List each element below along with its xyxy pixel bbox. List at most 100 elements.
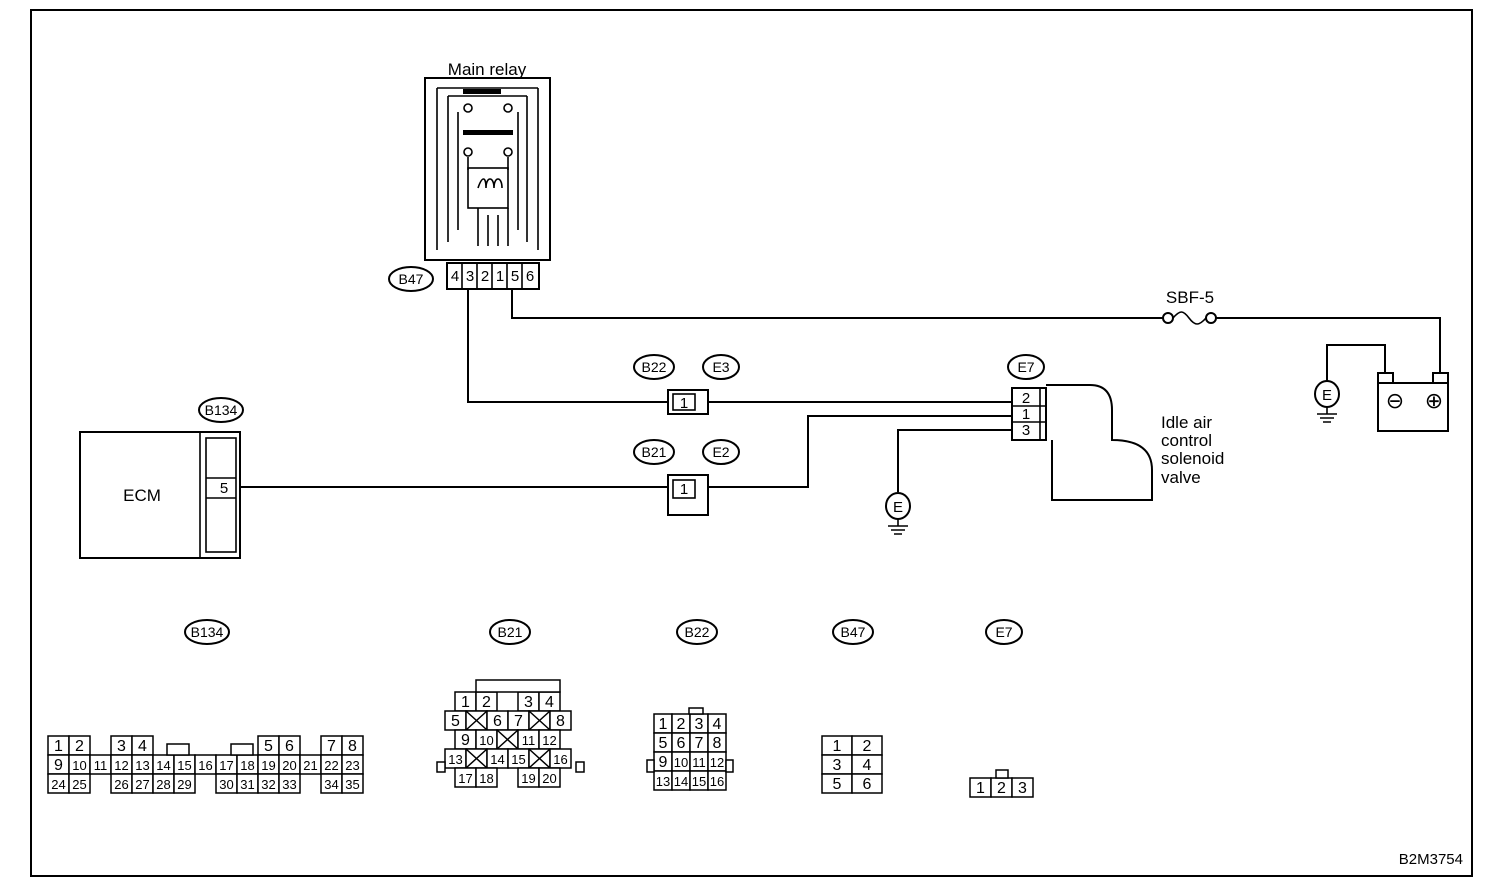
pin-number: 14 bbox=[156, 758, 170, 773]
connector-pin: 3 bbox=[689, 713, 709, 734]
connector-pin: 9 bbox=[653, 751, 673, 772]
connector-pin: 15 bbox=[507, 748, 530, 769]
pin-number: 24 bbox=[51, 777, 65, 792]
relay-terminal: 1 bbox=[496, 268, 504, 285]
connector-pin: 15 bbox=[173, 754, 196, 775]
connector-pin: 3 bbox=[1011, 777, 1034, 798]
connector-pin: 28 bbox=[152, 773, 175, 794]
joint-connector-e2: B21 E2 1 bbox=[633, 439, 740, 516]
connector-pin: 6 bbox=[278, 735, 301, 756]
pin-number: 33 bbox=[282, 777, 296, 792]
pin-number: 8 bbox=[556, 713, 565, 730]
connector-pin: 29 bbox=[173, 773, 196, 794]
iacv-label-line: control bbox=[1161, 431, 1212, 450]
connector-pin-blank bbox=[465, 748, 488, 769]
connector-pin: 4 bbox=[707, 713, 727, 734]
relay-terminal: 6 bbox=[526, 268, 534, 285]
iacv-pin: 2 bbox=[1022, 390, 1030, 407]
wire-ecm-to-iacv bbox=[240, 415, 1012, 488]
pin-number: 2 bbox=[482, 694, 491, 711]
connector-pin: 13 bbox=[653, 770, 673, 791]
connector-pin: 8 bbox=[707, 732, 727, 753]
connector-pin: 16 bbox=[707, 770, 727, 791]
pin-number: 17 bbox=[219, 758, 233, 773]
connector-pin: 8 bbox=[341, 735, 364, 756]
pin-number: 16 bbox=[553, 752, 567, 767]
connector-pin: 13 bbox=[444, 748, 467, 769]
pin-number: 10 bbox=[72, 758, 86, 773]
pin-number: 7 bbox=[695, 735, 704, 752]
main-relay: Main relay 4 3 2 1 5 6 B47 bbox=[388, 60, 551, 292]
pin-number: 32 bbox=[261, 777, 275, 792]
pin-number: 1 bbox=[54, 738, 63, 755]
battery-ground-label: E bbox=[1322, 387, 1332, 404]
connector-pin: 20 bbox=[278, 754, 301, 775]
pin-number: 17 bbox=[458, 771, 472, 786]
face-tag-b47: B47 bbox=[841, 624, 866, 640]
connector-pin: 6 bbox=[671, 732, 691, 753]
connector-pin: 9 bbox=[454, 729, 477, 750]
pin-number: 4 bbox=[713, 716, 722, 733]
pin-number: 26 bbox=[114, 777, 128, 792]
pin-number: 19 bbox=[521, 771, 535, 786]
connector-pin: 14 bbox=[152, 754, 175, 775]
connector-pin: 14 bbox=[671, 770, 691, 791]
pin-number: 1 bbox=[976, 780, 985, 797]
pin-number: 18 bbox=[479, 771, 493, 786]
pin-number: 2 bbox=[997, 780, 1006, 797]
pin-number: 14 bbox=[490, 752, 504, 767]
connector-pin: 24 bbox=[47, 773, 70, 794]
connector-pin: 2 bbox=[68, 735, 91, 756]
pin-number: 15 bbox=[511, 752, 525, 767]
diagram-frame bbox=[30, 9, 1473, 877]
iacv-ground: E bbox=[885, 492, 911, 535]
pin-number: 6 bbox=[863, 776, 872, 793]
pin-number: 3 bbox=[695, 716, 704, 733]
joint-tag: E3 bbox=[712, 359, 729, 375]
pin-number: 27 bbox=[135, 777, 149, 792]
connector-pin: 8 bbox=[549, 710, 572, 731]
connector-pin-blank bbox=[528, 710, 551, 731]
battery-plus-icon: ⊕ bbox=[1425, 388, 1443, 413]
connector-pin: 17 bbox=[454, 767, 477, 788]
connector-face-tags: B134 B21 B22 B47 E7 bbox=[184, 619, 1023, 645]
connector-latch bbox=[230, 743, 254, 756]
pin-number: 3 bbox=[833, 757, 842, 774]
connector-pin: 12 bbox=[707, 751, 727, 772]
connector-pin: 14 bbox=[486, 748, 509, 769]
pin-number: 12 bbox=[542, 733, 556, 748]
connector-latch bbox=[646, 759, 655, 773]
ground-label: E bbox=[893, 499, 903, 516]
pin-number: 20 bbox=[542, 771, 556, 786]
connector-pin: 15 bbox=[689, 770, 709, 791]
connector-pin: 5 bbox=[653, 732, 673, 753]
pin-number: 11 bbox=[692, 755, 706, 770]
connector-pin: 11 bbox=[517, 729, 540, 750]
pin-number: 6 bbox=[677, 735, 686, 752]
connector-pin: 17 bbox=[215, 754, 238, 775]
connector-pin: 13 bbox=[131, 754, 154, 775]
pin-number: 30 bbox=[219, 777, 233, 792]
joint-pin: 1 bbox=[680, 481, 688, 498]
connector-pin: 1 bbox=[454, 691, 477, 712]
pin-number: 8 bbox=[348, 738, 357, 755]
relay-terminal: 2 bbox=[481, 268, 489, 285]
pin-number: 3 bbox=[1018, 780, 1027, 797]
pin-number: 28 bbox=[156, 777, 170, 792]
connector-pin-blank bbox=[465, 710, 488, 731]
pin-number: 21 bbox=[303, 758, 317, 773]
pin-number: 13 bbox=[135, 758, 149, 773]
pin-number: 22 bbox=[324, 758, 338, 773]
connector-pin: 1 bbox=[821, 735, 853, 756]
iacv-label-line: valve bbox=[1161, 468, 1201, 487]
connector-pin: 26 bbox=[110, 773, 133, 794]
wire-iacv-ground bbox=[897, 429, 1012, 492]
connector-pin: 5 bbox=[257, 735, 280, 756]
pin-number: 19 bbox=[261, 758, 275, 773]
connector-pin: 6 bbox=[486, 710, 509, 731]
connector-pin: 1 bbox=[969, 777, 992, 798]
connector-pin: 23 bbox=[341, 754, 364, 775]
